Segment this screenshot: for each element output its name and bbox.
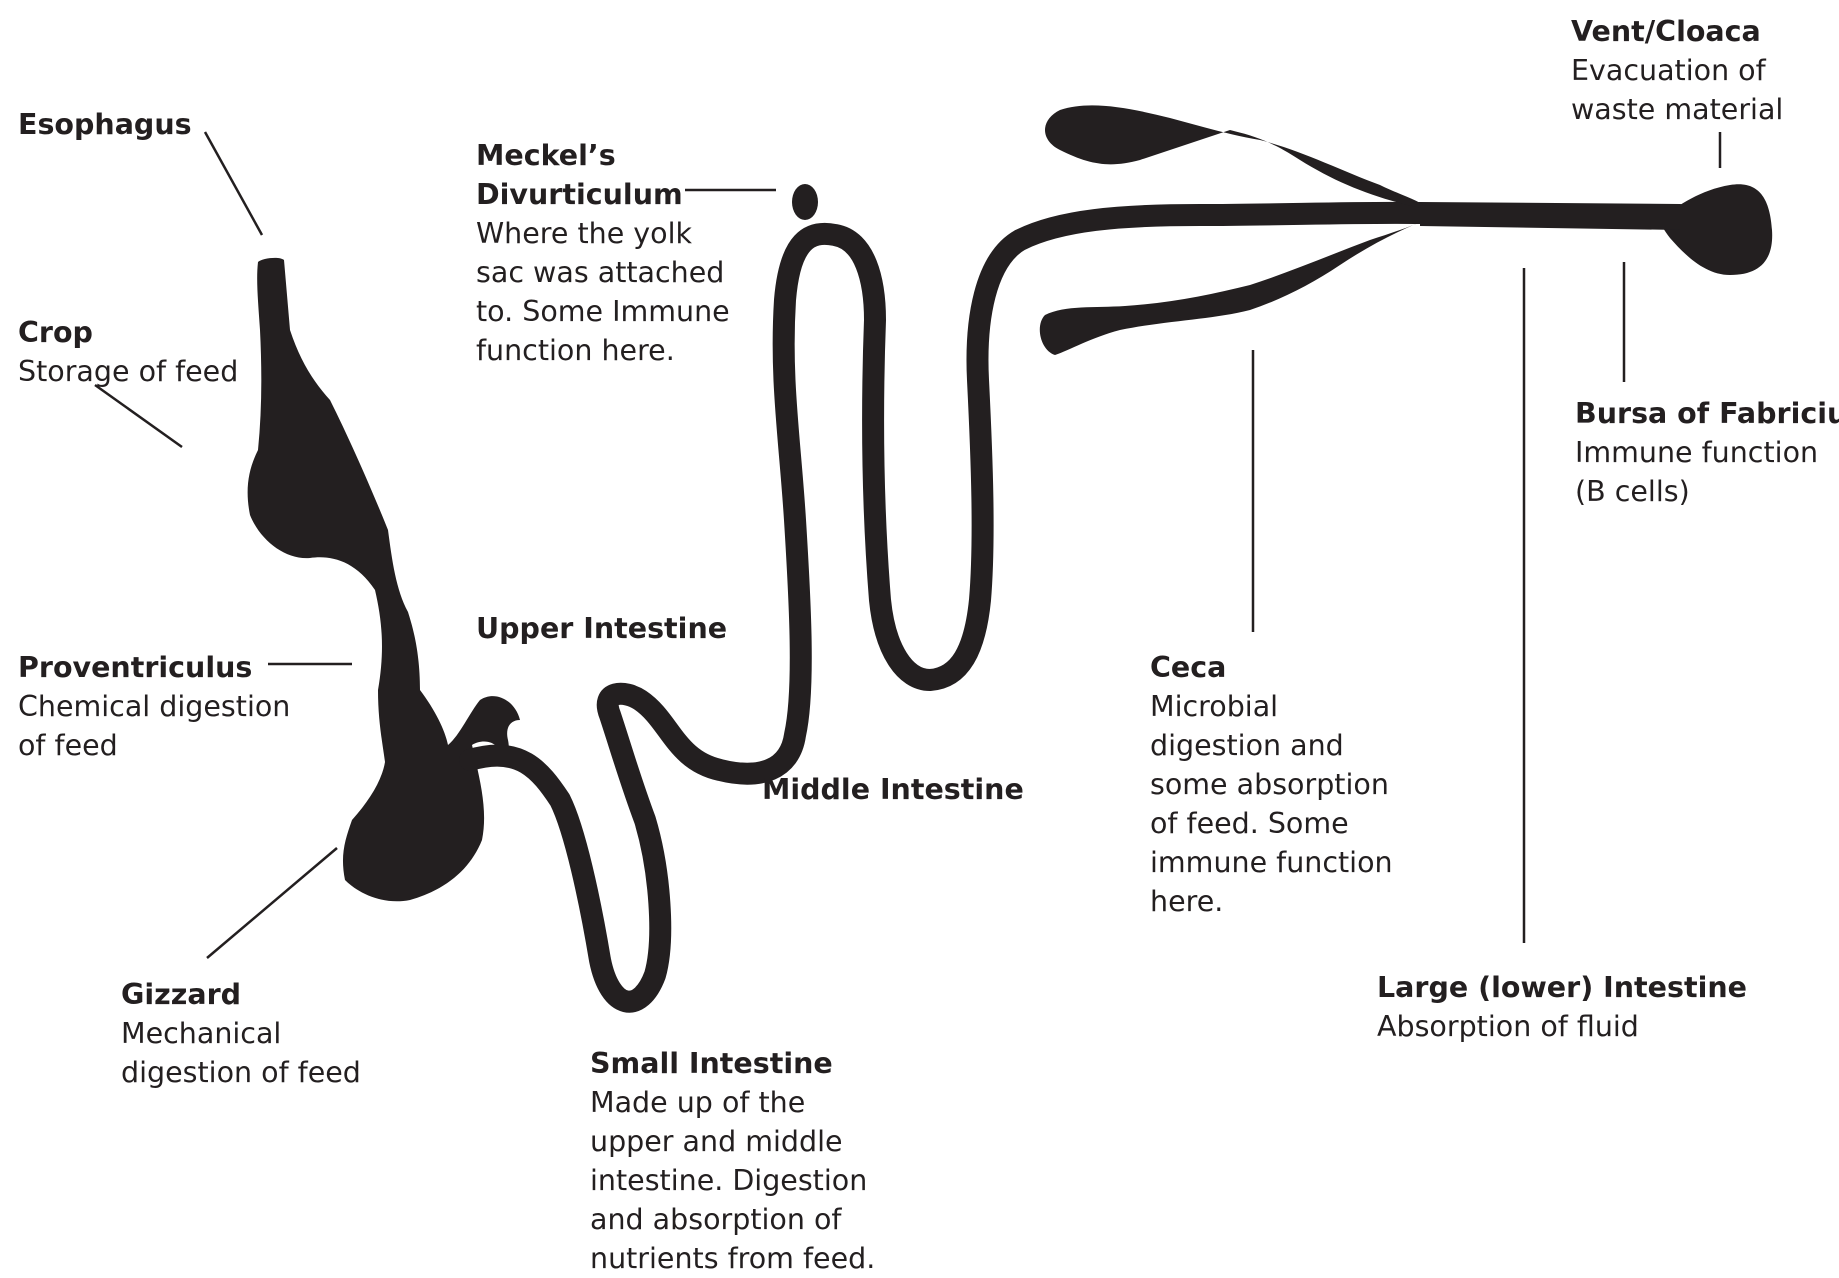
large-intestine-shape: [1420, 205, 1680, 230]
vent-title: Vent/Cloaca: [1571, 12, 1783, 51]
gizzard-label: Gizzard Mechanical digestion of feed: [121, 975, 361, 1092]
ceca-upper-shape: [1045, 105, 1430, 210]
small-intestine-description: Made up of the upper and middle intestin…: [590, 1083, 875, 1278]
meckels-diverticulum-shape: [792, 184, 818, 220]
esophagus-title: Esophagus: [18, 105, 192, 144]
vent-label: Vent/Cloaca Evacuation of waste material: [1571, 12, 1783, 129]
middle-intestine-label: Middle Intestine: [762, 770, 1024, 809]
gizzard-title: Gizzard: [121, 975, 361, 1014]
middle-intestine-title: Middle Intestine: [762, 770, 1024, 809]
gizzard-description: Mechanical digestion of feed: [121, 1014, 361, 1092]
crop-leader: [95, 385, 182, 447]
large-intestine-description: Absorption of fluid: [1377, 1007, 1747, 1046]
small-intestine-title: Small Intestine: [590, 1044, 875, 1083]
ceca-description: Microbial digestion and some absorption …: [1150, 687, 1393, 921]
bursa-description: Immune function (B cells): [1575, 433, 1839, 511]
crop-title: Crop: [18, 313, 238, 352]
large-intestine-label: Large (lower) Intestine Absorption of fl…: [1377, 968, 1747, 1046]
bursa-label: Bursa of Fabricius Immune function (B ce…: [1575, 394, 1839, 511]
esophagus-label: Esophagus: [18, 105, 192, 144]
upper-intestine-label: Upper Intestine: [476, 609, 727, 648]
proventriculus-description: Chemical digestion of feed: [18, 687, 290, 765]
crop-description: Storage of feed: [18, 352, 238, 391]
proventriculus-title: Proventriculus: [18, 648, 290, 687]
upper-intestine-title: Upper Intestine: [476, 609, 727, 648]
crop-label: Crop Storage of feed: [18, 313, 238, 391]
ceca-lower-shape: [1040, 218, 1430, 355]
small-intestine-label: Small Intestine Made up of the upper and…: [590, 1044, 875, 1278]
meckels-description: Where the yolk sac was attached to. Some…: [476, 214, 730, 370]
large-intestine-title: Large (lower) Intestine: [1377, 968, 1747, 1007]
bursa-title: Bursa of Fabricius: [1575, 394, 1839, 433]
ceca-label: Ceca Microbial digestion and some absorp…: [1150, 648, 1393, 921]
meckels-title: Meckel’s Divurticulum: [476, 136, 730, 214]
proventriculus-label: Proventriculus Chemical digestion of fee…: [18, 648, 290, 765]
esophagus-leader: [205, 132, 262, 235]
ceca-title: Ceca: [1150, 648, 1393, 687]
meckels-label: Meckel’s Divurticulum Where the yolk sac…: [476, 136, 730, 370]
gizzard-leader: [207, 848, 337, 958]
vent-description: Evacuation of waste material: [1571, 51, 1783, 129]
